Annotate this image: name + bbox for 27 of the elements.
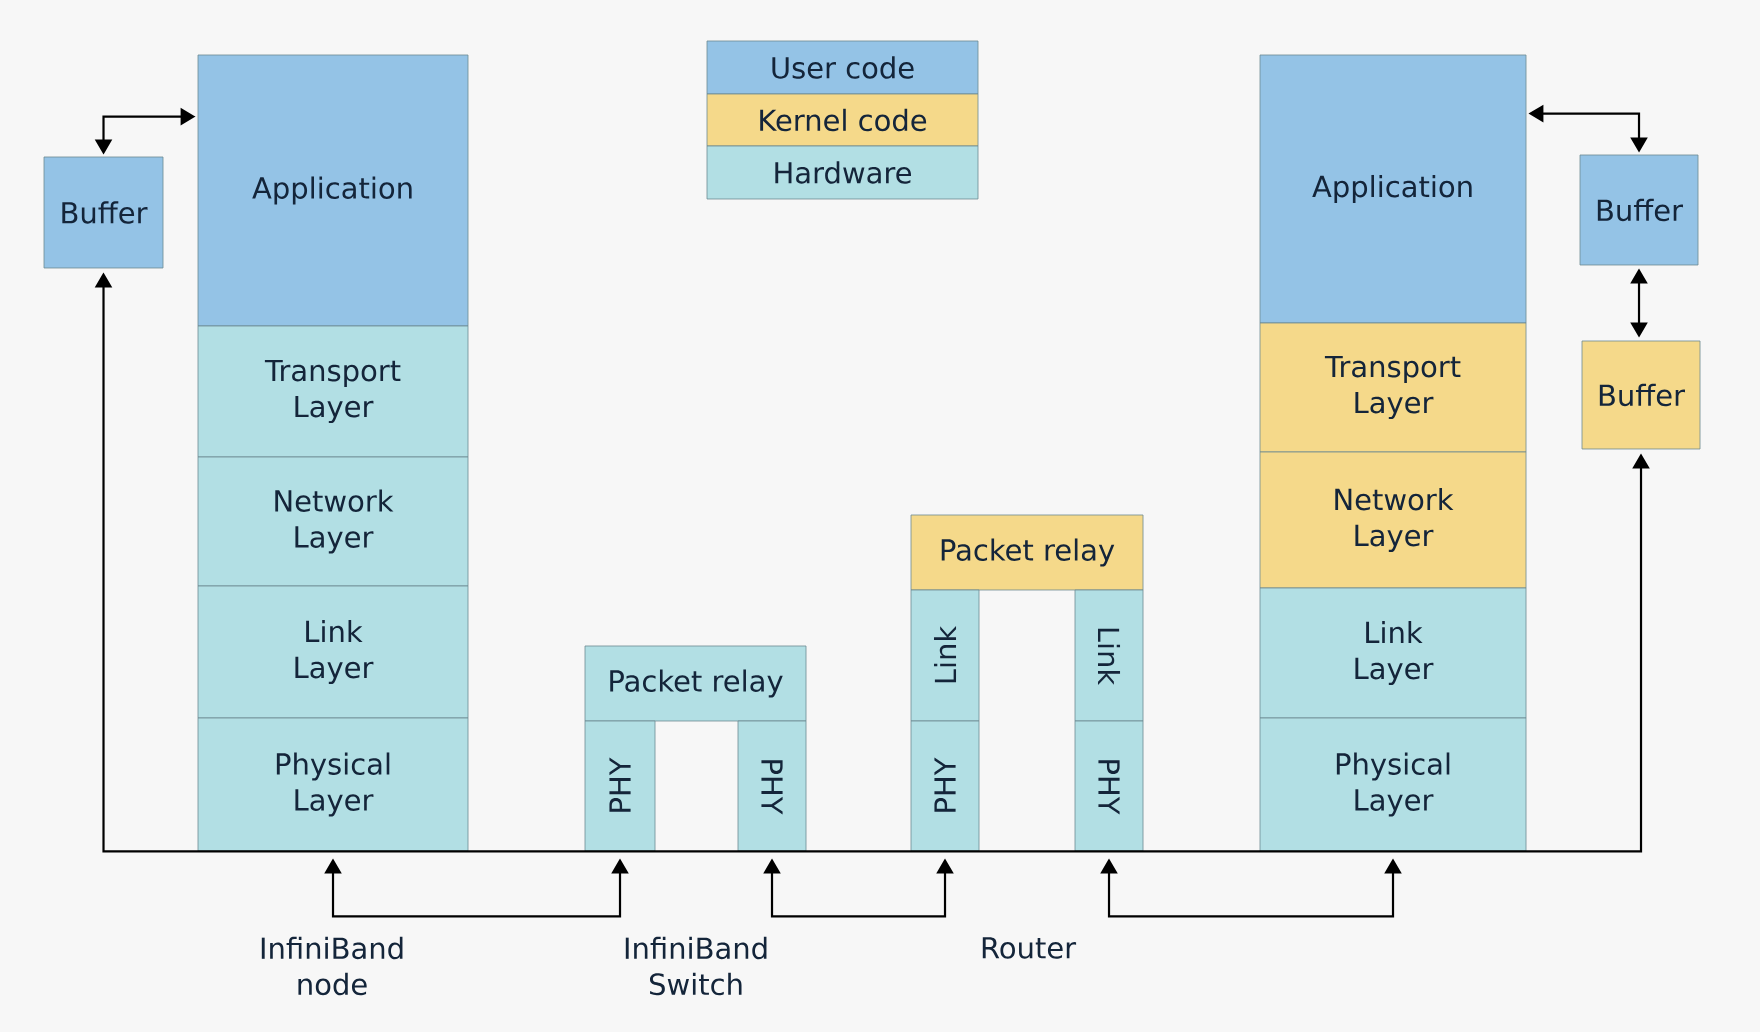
layer-box: PHY xyxy=(584,720,656,852)
buffer-box: Buffer xyxy=(1579,154,1699,266)
layer-box: Physical Layer xyxy=(197,717,469,852)
legend-entry: Kernel code xyxy=(706,93,979,147)
layer-box: Network Layer xyxy=(1259,451,1527,589)
layer-box: Link xyxy=(910,589,980,722)
layer-box: PHY xyxy=(910,720,980,852)
layer-box: Application xyxy=(197,54,469,327)
layer-box: PHY xyxy=(737,720,807,852)
legend-entry: Hardware xyxy=(706,145,979,200)
group-label: InfiniBand Switch xyxy=(625,936,767,996)
layer-box: Transport Layer xyxy=(1259,322,1527,453)
layer-box: Link Layer xyxy=(1259,587,1527,719)
layer-box: Transport Layer xyxy=(197,325,469,458)
group-label: InfiniBand node xyxy=(261,936,403,996)
layer-box: Network Layer xyxy=(197,456,469,587)
layer-box: Physical Layer xyxy=(1259,717,1527,852)
buffer-box: Buffer xyxy=(43,156,164,269)
layer-box: Application xyxy=(1259,54,1527,324)
group-label: Router xyxy=(982,937,1077,959)
layer-box: Link Layer xyxy=(197,585,469,719)
legend-entry: User code xyxy=(706,40,979,95)
relay-box: Packet relay xyxy=(584,645,807,722)
relay-box: Packet relay xyxy=(910,514,1144,591)
layer-box: Link xyxy=(1074,589,1144,722)
layer-box: PHY xyxy=(1074,720,1144,852)
buffer-box: Buffer xyxy=(1581,340,1701,450)
